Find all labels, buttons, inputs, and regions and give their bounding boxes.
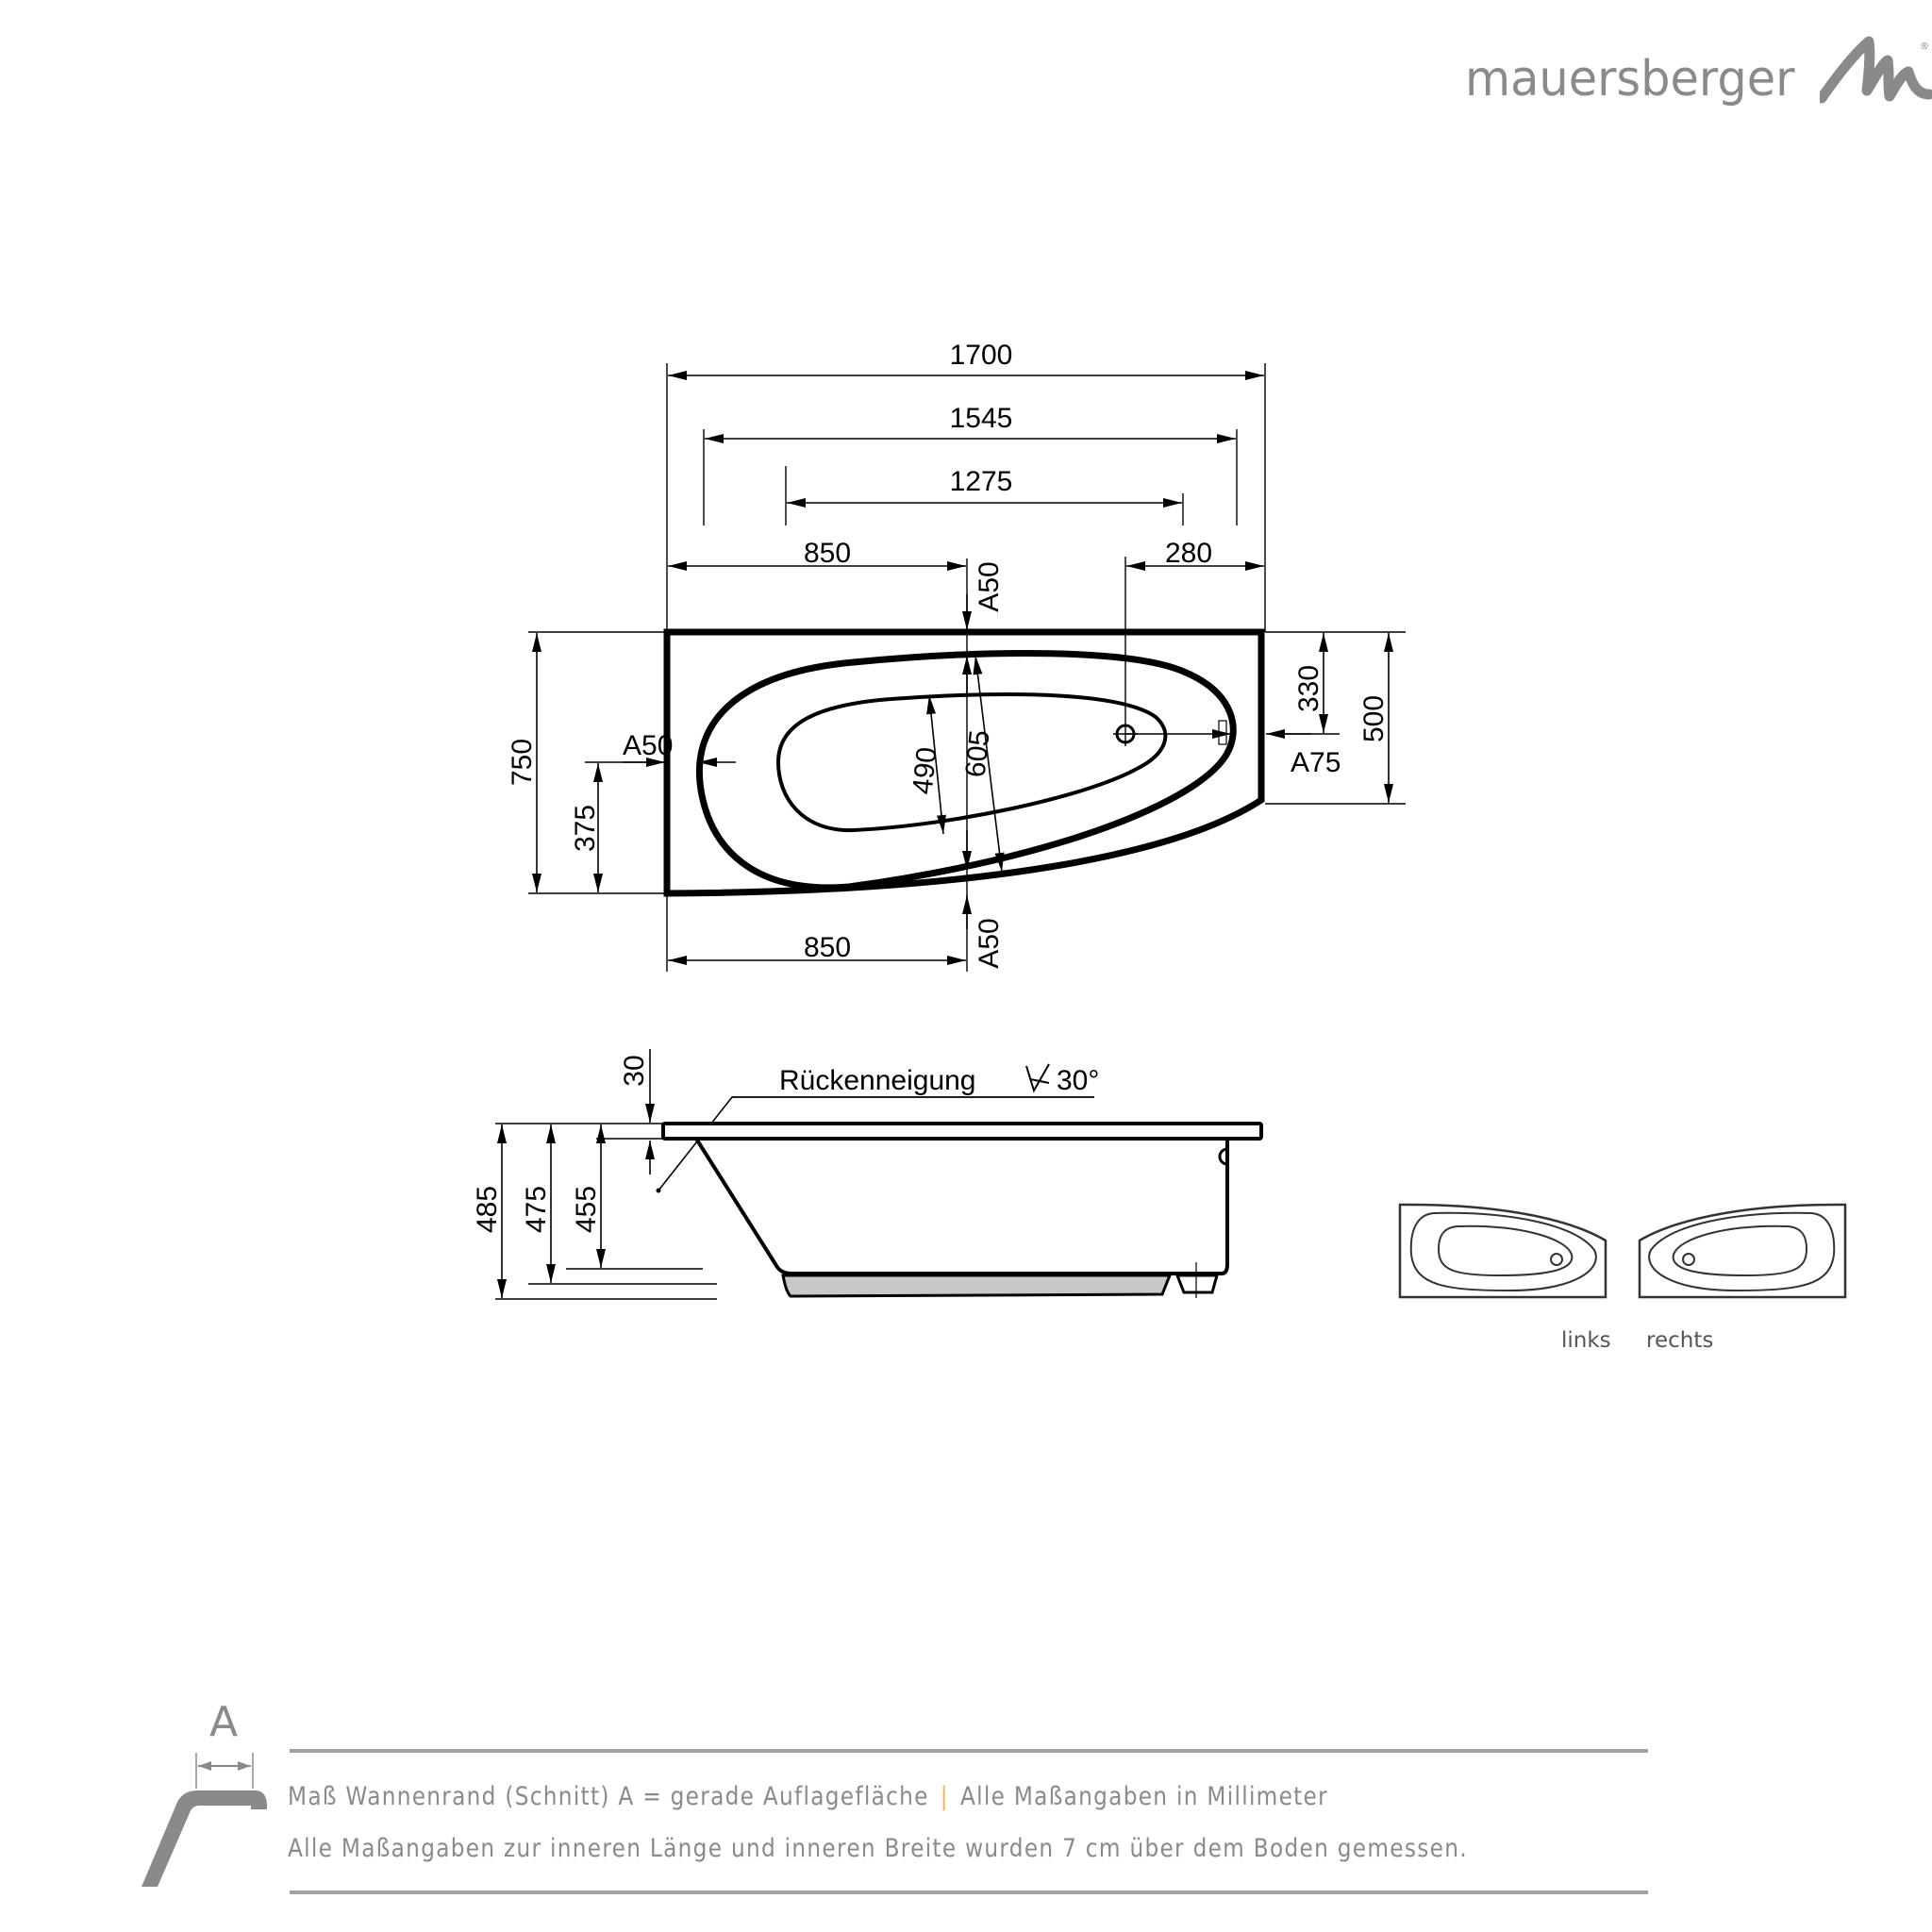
label-a75: A75 — [1291, 747, 1341, 778]
drain-icon — [1550, 1253, 1563, 1266]
legend-separator: | — [940, 1782, 949, 1811]
side-body — [694, 1137, 1229, 1275]
legend-rim-definition: Maß Wannenrand (Schnitt) A = gerade Aufl… — [288, 1782, 929, 1811]
brand-name: mauersberger — [1465, 51, 1795, 108]
brand-mountain-icon: ® — [1819, 36, 1932, 104]
label-back-slope-angle: 30° — [1057, 1065, 1099, 1096]
label-a50-top: A50 — [974, 561, 1005, 611]
label-1275: 1275 — [950, 466, 1013, 497]
basin-edge — [775, 692, 1168, 833]
registered-mark: ® — [1920, 42, 1929, 52]
variant-label-rechts: rechts — [1646, 1328, 1714, 1353]
rim-section-icon — [142, 1753, 267, 1887]
brand-logo: mauersberger ® — [1465, 36, 1932, 108]
legend-units: Alle Maßangaben in Millimeter — [959, 1782, 1328, 1811]
label-475: 475 — [521, 1186, 552, 1233]
label-1700: 1700 — [950, 340, 1013, 371]
label-280: 280 — [1165, 538, 1212, 569]
label-back-slope: Rückenneigung — [779, 1065, 976, 1096]
label-30: 30 — [619, 1055, 650, 1086]
variant-label-links: links — [1561, 1328, 1611, 1353]
label-850-top: 850 — [804, 538, 851, 569]
label-500: 500 — [1358, 695, 1390, 742]
footer-divider-bottom — [290, 1890, 1648, 1894]
label-485: 485 — [472, 1186, 503, 1233]
rim-section-label: A — [209, 1698, 239, 1746]
label-455: 455 — [571, 1186, 602, 1233]
rim-edge — [695, 650, 1237, 891]
label-375: 375 — [570, 805, 601, 852]
legend-line-2: Alle Maßangaben zur inneren Länge und in… — [288, 1834, 1468, 1863]
label-605: 605 — [960, 728, 996, 778]
label-490: 490 — [908, 745, 943, 795]
legend-line-1: Maß Wannenrand (Schnitt) A = gerade Aufl… — [288, 1782, 1328, 1811]
tub-outline — [663, 628, 1265, 897]
drain-icon — [1682, 1253, 1695, 1266]
dim-490 — [926, 694, 946, 835]
dim-605 — [973, 655, 1005, 873]
drain-icon — [1113, 722, 1138, 746]
footer-divider-top — [290, 1749, 1648, 1753]
side-rim — [661, 1122, 1263, 1141]
side-base — [781, 1274, 1173, 1298]
label-750: 750 — [507, 739, 538, 786]
angle-icon — [1025, 1063, 1050, 1093]
label-a50-left: A50 — [623, 730, 673, 761]
label-a50-bottom: A50 — [974, 918, 1005, 968]
side-view: 30 Rückenneigung 30° 485 475 455 — [472, 1049, 1263, 1300]
variant-rechts-thumbnail — [1638, 1203, 1847, 1299]
overflow-marker — [1218, 720, 1227, 745]
label-850-bottom: 850 — [804, 932, 851, 963]
label-1545: 1545 — [950, 403, 1013, 434]
label-330: 330 — [1293, 665, 1324, 712]
variant-links-thumbnail — [1398, 1203, 1607, 1299]
top-view: 1700 1545 1275 850 280 850 A50 A75 750 3… — [507, 340, 1406, 972]
